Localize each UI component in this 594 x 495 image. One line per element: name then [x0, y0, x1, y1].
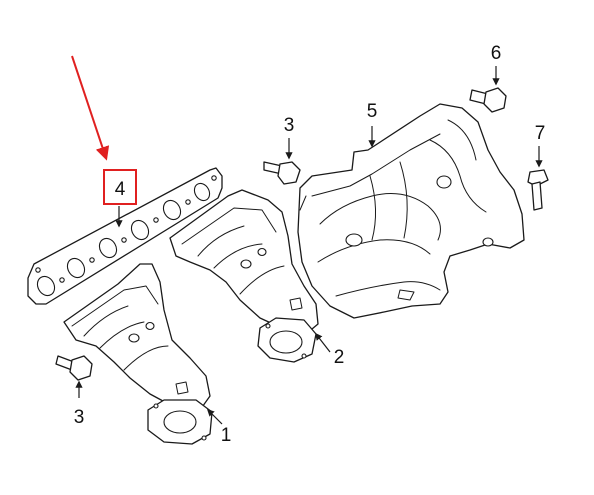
callout-4: 4 [115, 179, 126, 200]
callout-5: 5 [367, 101, 378, 122]
bolt-3-lower [55, 355, 93, 381]
callout-6: 6 [491, 43, 502, 64]
callout-3-lower: 3 [74, 407, 85, 428]
bolt-7 [527, 169, 549, 211]
callout-2: 2 [334, 347, 345, 368]
callout-1: 1 [221, 425, 232, 446]
exhaust-manifold-front [63, 263, 213, 445]
manifold-gasket [27, 167, 223, 305]
exhaust-manifold-rear [169, 189, 319, 363]
bolt-3-upper [263, 161, 301, 185]
heat-shield [297, 103, 525, 319]
callout-7: 7 [535, 123, 546, 144]
bolt-6 [469, 87, 507, 113]
highlight-box [103, 169, 137, 205]
red-pointer-arrow [71, 55, 110, 161]
callout-3-upper: 3 [284, 115, 295, 136]
